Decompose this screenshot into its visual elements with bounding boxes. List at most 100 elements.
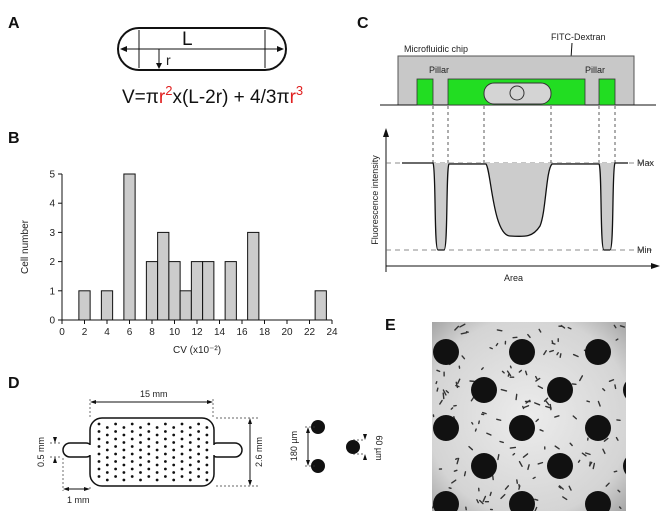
max-label: Max (637, 158, 655, 168)
pillar-dot (180, 445, 184, 448)
projection-lines (432, 106, 616, 165)
pillar-dot (197, 475, 201, 478)
pillar-dot (172, 448, 176, 452)
channel-width-label: 0.5 mm (36, 437, 46, 467)
bacterial-cell (560, 324, 566, 329)
bacterial-cell (471, 421, 474, 425)
histogram-bar (168, 261, 181, 321)
bacterial-cell (522, 405, 525, 410)
bacterial-cell (554, 415, 560, 418)
bacterial-cell (562, 496, 568, 501)
pillar-dot (97, 437, 101, 441)
detail-pillar-bottom (311, 459, 325, 473)
bacterial-cell (537, 385, 544, 389)
pillar-dot (97, 460, 101, 463)
pillar-dot (155, 471, 159, 474)
intensity-x-label: Area (504, 273, 523, 283)
pillar-dot (180, 430, 184, 433)
x-tick-label: 20 (281, 327, 293, 338)
histogram-bars (78, 173, 327, 321)
pillar-dot (197, 452, 201, 456)
pillar-dot (130, 475, 134, 478)
x-tick-label: 6 (127, 327, 133, 338)
micropillar (471, 453, 497, 479)
x-tick-label: 24 (326, 327, 338, 338)
micropillar (585, 415, 611, 441)
chamber-outline (89, 417, 215, 487)
fitc-channel-left (416, 78, 434, 106)
bacterial-cell (436, 369, 441, 373)
pillar-dot (139, 441, 142, 444)
height-arrow-top (248, 418, 252, 424)
pillar-dot (164, 430, 167, 433)
bacterial-cell (619, 325, 626, 328)
pillar-dot (105, 478, 109, 482)
chip-label: Microfluidic chip (404, 44, 468, 54)
pillar-dot (147, 475, 151, 478)
micropillar (433, 339, 459, 365)
bacterial-cell (587, 437, 589, 441)
bacterial-cell (557, 338, 559, 343)
bacterial-cell (551, 342, 556, 345)
pillar-dot (139, 471, 142, 474)
histogram-bar (100, 290, 114, 321)
pillar-dot (130, 452, 134, 456)
bacterial-cell (480, 413, 485, 416)
bacterial-cell (515, 393, 518, 401)
histogram-bar (247, 231, 260, 321)
width-label: 15 mm (140, 389, 168, 399)
y-tick-label: 1 (49, 286, 55, 297)
bacterial-cell (579, 375, 584, 382)
pillar-dot (188, 478, 192, 482)
pillar-spacing-label: 180 µm (289, 431, 299, 461)
bacterial-cell (499, 440, 504, 444)
bacterial-cell (468, 445, 474, 451)
bacterial-cell (453, 404, 457, 407)
pillar-dot (105, 433, 109, 437)
panel-a: A L r V=πr2x(L-2r) + 4/3πr3 (8, 15, 303, 108)
diam-arrow-bottom (363, 454, 367, 460)
bacterial-cell (545, 400, 550, 406)
bacterial-cell (512, 336, 518, 339)
micropillar (585, 491, 611, 511)
pillar-dot (97, 452, 101, 456)
pillar-dot (164, 422, 167, 426)
pillar-dot (147, 452, 151, 456)
pillar-dot (197, 445, 201, 448)
bacterial-cell (535, 377, 541, 382)
intensity-profile-fill (433, 163, 615, 250)
pillar-dot (188, 463, 192, 467)
bacterial-cell (478, 420, 480, 425)
bacterial-cell (588, 461, 593, 467)
micrograph-pillars (433, 339, 626, 511)
detail-pillar-single (346, 440, 360, 454)
bacterial-cell (527, 333, 531, 339)
bacterial-cell (535, 418, 540, 423)
x-tick-label: 10 (169, 327, 181, 338)
micropillar (471, 377, 497, 403)
bacterial-cell (556, 352, 559, 356)
bacterial-cell (482, 495, 487, 503)
height-arrow-bottom (248, 480, 252, 486)
pillar-dot (122, 478, 126, 482)
pillar-dot (172, 478, 176, 482)
pillar-dot (155, 441, 159, 444)
bacterial-cell (453, 469, 458, 472)
bacterial-cell (572, 353, 579, 358)
spacing-arrow-top (306, 427, 310, 433)
bacterial-cell (605, 482, 610, 487)
bacterial-cell (518, 460, 523, 467)
bacterial-cell (504, 340, 507, 345)
pillar-label-right: Pillar (585, 65, 605, 75)
bacterial-cell (495, 342, 499, 347)
bacterial-cell (534, 402, 541, 406)
pillar-array (97, 422, 209, 482)
pillar-dot (155, 426, 159, 429)
bacterial-cell (465, 331, 469, 333)
bacterial-cell (463, 471, 467, 477)
pillar-dot (147, 437, 151, 441)
bacterial-cell (507, 373, 510, 377)
